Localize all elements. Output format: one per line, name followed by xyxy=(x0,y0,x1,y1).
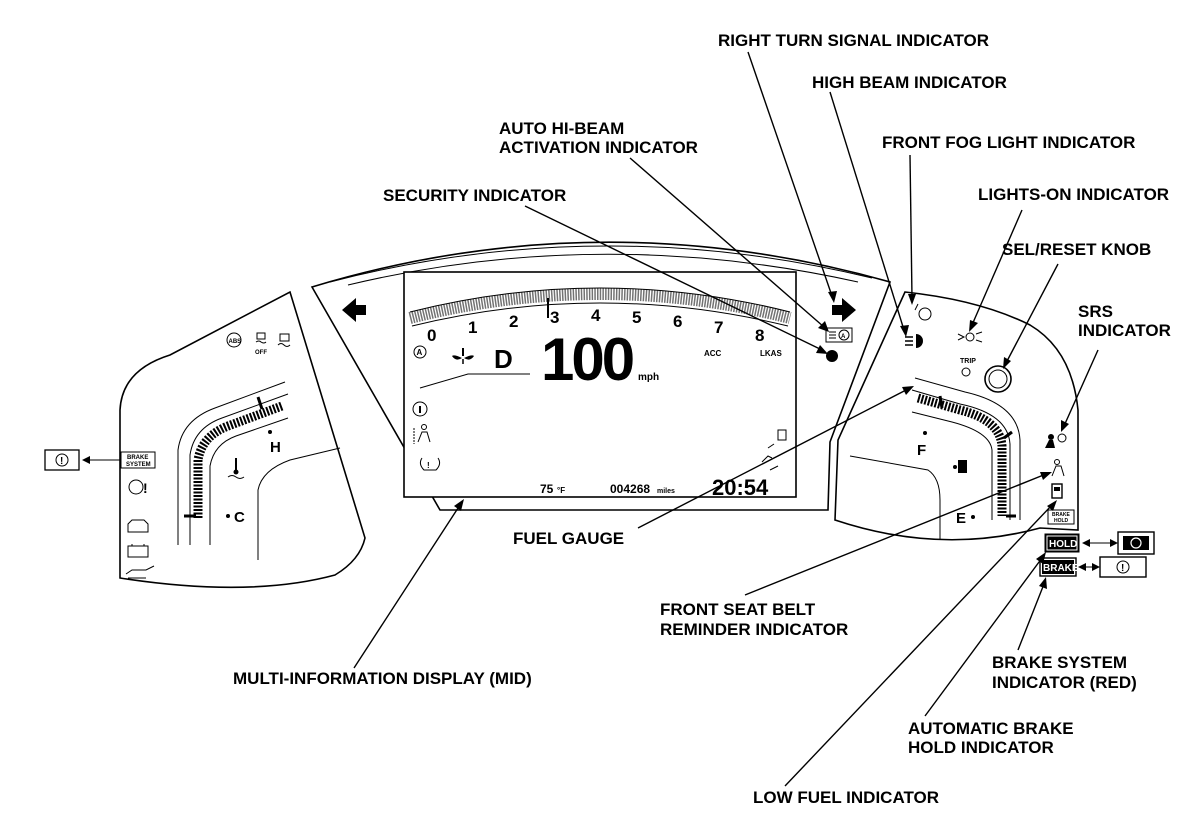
brake-hold-badge: BRAKE HOLD xyxy=(1047,509,1075,525)
tach-6: 6 xyxy=(673,312,682,331)
coolant-temperature-icon xyxy=(227,458,245,479)
tach-4: 4 xyxy=(591,306,601,325)
lkas-label: LKAS xyxy=(760,349,782,358)
high-beam-indicator-icon xyxy=(905,334,923,348)
svg-text:A: A xyxy=(417,348,423,357)
callout-auto-brake-hold-line2: HOLD INDICATOR xyxy=(908,738,1054,757)
tach-7: 7 xyxy=(714,318,723,337)
auto-brake-hold-indicator-icon: HOLD xyxy=(1044,533,1080,553)
abs-icon: ABS xyxy=(226,332,242,348)
charging-system-icon xyxy=(127,544,149,558)
callout-seat-belt-line2: REMINDER INDICATOR xyxy=(660,620,848,639)
brake-system-amber-badge: ! xyxy=(44,449,80,471)
tire-pressure-icon: ! xyxy=(419,457,441,471)
tach-2: 2 xyxy=(509,312,518,331)
callout-brake-system-line2: INDICATOR (RED) xyxy=(992,673,1137,692)
callout-mid: MULTI-INFORMATION DISPLAY (MID) xyxy=(233,669,532,688)
svg-text:ABS: ABS xyxy=(229,339,242,345)
temp-hot-label: H xyxy=(270,439,281,456)
callout-sel-reset-knob: SEL/RESET KNOB xyxy=(1002,240,1151,259)
fuel-empty-label: E xyxy=(956,510,966,527)
svg-text:!: ! xyxy=(60,456,63,467)
tachometer-scale: 0 1 2 3 4 5 6 7 8 xyxy=(427,306,764,345)
srs-indicator-icon xyxy=(1045,433,1067,448)
lights-on-indicator-icon xyxy=(957,331,983,343)
svg-text:BRAKE: BRAKE xyxy=(1043,563,1079,574)
leader-lines xyxy=(353,51,1099,787)
tach-3: 3 xyxy=(550,308,559,327)
svg-text:SYSTEM: SYSTEM xyxy=(126,462,151,468)
callout-front-fog-light: FRONT FOG LIGHT INDICATOR xyxy=(882,133,1135,152)
svg-text:!: ! xyxy=(143,480,148,496)
front-fog-light-icon xyxy=(914,303,932,321)
fuel-full-label: F xyxy=(917,442,926,459)
sel-reset-knob[interactable] xyxy=(984,365,1012,393)
center-panel: 0 1 2 3 4 5 6 7 8 A D 100 mph ACC LKAS xyxy=(310,241,892,511)
callout-auto-hi-beam-line1: AUTO HI-BEAM xyxy=(499,119,624,138)
eco-assist-icon xyxy=(452,348,474,364)
brake-system-badge: BRAKE SYSTEM xyxy=(120,451,156,469)
clock: 20:54 xyxy=(712,475,769,500)
trip-label: TRIP xyxy=(960,358,976,365)
oil-pressure-icon xyxy=(125,565,155,579)
callout-right-turn-signal: RIGHT TURN SIGNAL INDICATOR xyxy=(718,31,989,50)
callout-brake-system-line1: BRAKE SYSTEM xyxy=(992,653,1127,672)
callout-security: SECURITY INDICATOR xyxy=(383,186,566,205)
svg-text:HOLD: HOLD xyxy=(1049,539,1077,550)
svg-text:BRAKE: BRAKE xyxy=(1052,512,1070,518)
left-turn-signal-icon xyxy=(342,298,366,322)
svg-text:BRAKE: BRAKE xyxy=(127,455,148,461)
auto-hi-beam-indicator-icon: A xyxy=(825,327,853,343)
mid-info-icon xyxy=(412,401,428,417)
front-seat-belt-reminder-icon xyxy=(1051,459,1065,477)
outside-temperature: 75 xyxy=(540,482,554,496)
gear-position: D xyxy=(494,344,513,374)
brake-system-indicator-red-icon: BRAKE xyxy=(1039,557,1079,577)
acc-label: ACC xyxy=(704,349,722,358)
power-steering-icon: ! xyxy=(128,479,148,496)
mid-lane-keep-icon xyxy=(761,429,787,471)
speed-unit: mph xyxy=(638,372,659,383)
svg-text:HOLD: HOLD xyxy=(1054,518,1069,524)
tach-8: 8 xyxy=(755,326,764,345)
svg-text:A: A xyxy=(841,334,846,340)
callout-auto-hi-beam-line2: ACTIVATION INDICATOR xyxy=(499,138,698,157)
left-gauge-panel: C H ABS OFF BRAKE SYSTEM xyxy=(44,290,366,589)
fuel-pump-gauge-icon xyxy=(953,460,967,473)
right-gauge-panel: F E TRIP xyxy=(834,291,1155,578)
vsa-off-icon: OFF xyxy=(255,332,267,356)
callout-seat-belt-line1: FRONT SEAT BELT xyxy=(660,600,816,619)
speed-value: 100 xyxy=(541,326,633,393)
electric-parking-brake-badge xyxy=(1117,531,1155,555)
low-fuel-indicator-icon xyxy=(1051,483,1063,499)
right-turn-signal-icon xyxy=(832,298,856,322)
check-engine-icon xyxy=(127,519,149,533)
callout-fuel-gauge: FUEL GAUGE xyxy=(513,529,624,548)
seat-belt-mid-icon xyxy=(413,424,431,444)
vsa-icon xyxy=(277,333,291,347)
auto-idle-stop-icon: A xyxy=(413,345,427,359)
svg-text:!: ! xyxy=(1121,563,1124,574)
temp-cold-label: C xyxy=(234,509,245,526)
callout-high-beam: HIGH BEAM INDICATOR xyxy=(812,73,1007,92)
callout-srs-line2: INDICATOR xyxy=(1078,321,1171,340)
outside-temperature-unit: °F xyxy=(557,486,565,495)
tach-0: 0 xyxy=(427,326,436,345)
svg-text:OFF: OFF xyxy=(255,350,267,356)
security-indicator-icon xyxy=(826,350,838,362)
callout-srs-line1: SRS xyxy=(1078,302,1113,321)
odometer-unit: miles xyxy=(657,488,675,495)
callout-auto-brake-hold-line1: AUTOMATIC BRAKE xyxy=(908,719,1074,738)
tach-1: 1 xyxy=(468,318,477,337)
brake-system-amber-right-badge: ! xyxy=(1099,556,1147,578)
callout-lights-on: LIGHTS-ON INDICATOR xyxy=(978,185,1169,204)
callout-low-fuel: LOW FUEL INDICATOR xyxy=(753,788,939,807)
callout-labels: RIGHT TURN SIGNAL INDICATOR HIGH BEAM IN… xyxy=(233,31,1171,807)
odometer: 004268 xyxy=(610,482,650,496)
svg-text:!: ! xyxy=(427,461,430,470)
tach-5: 5 xyxy=(632,308,641,327)
